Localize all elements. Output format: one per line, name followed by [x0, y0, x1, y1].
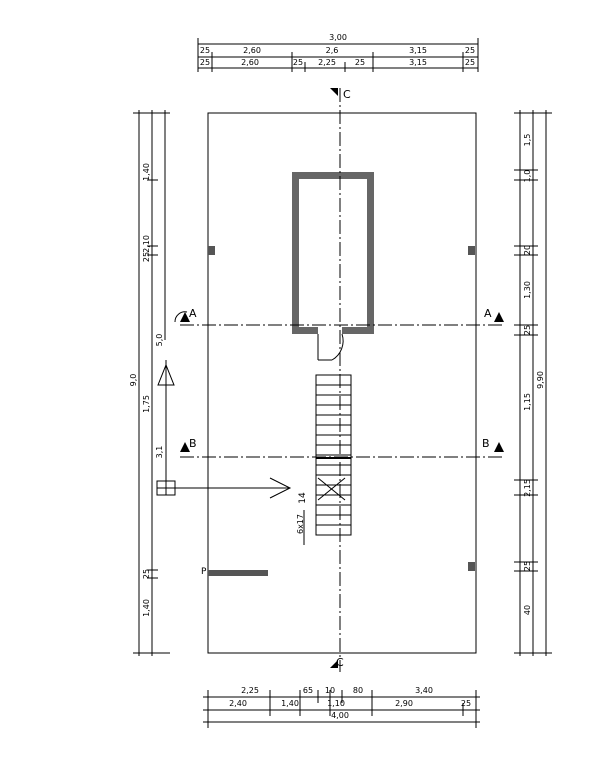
left-overall-dim: 9,0 [129, 374, 138, 387]
bottom-dim-1: 2,25 [241, 686, 259, 695]
building-outline [207, 112, 477, 654]
bottom-dim-3: 10 [325, 686, 335, 695]
top-dim-r2-2: 2,60 [241, 58, 259, 67]
left-elevation-symbols [156, 311, 292, 499]
stair-note: 6x17 [296, 514, 305, 534]
column-right [468, 246, 475, 255]
bottom-overall-dim: 4,00 [331, 711, 349, 720]
section-b-right-marker: B [482, 437, 504, 452]
top-dim-1: 25 [200, 46, 210, 55]
top-dim-4: 3,15 [409, 46, 427, 55]
left-dim-3: 25 [142, 252, 151, 262]
left-dimension-chain: 9,0 1,40 2,10 25 1,75 3,1 25 1,40 5,0 [129, 110, 170, 656]
section-b-left-marker: B [180, 437, 197, 452]
top-dim-r2-6: 3,15 [409, 58, 427, 67]
p-label: P [201, 567, 207, 577]
left-dim-1: 1,40 [142, 163, 151, 181]
top-overall-dim: 3,00 [329, 33, 347, 42]
right-overall-dim: 9,90 [536, 371, 545, 389]
svg-text:A: A [484, 307, 492, 320]
section-a-right-marker: A [484, 307, 504, 322]
top-dim-2: 2,60 [243, 46, 261, 55]
left-dim-2: 2,10 [142, 235, 151, 253]
top-dimension-chain: 3,00 25 2,60 2,6 3,15 25 25 2,60 25 2,25… [197, 33, 479, 72]
bottom-dimension-chain: 2,25 65 10 80 3,40 2,40 1,40 1,10 2,90 2… [203, 686, 480, 728]
right-dim-3: 20 [523, 245, 532, 255]
svg-text:A: A [189, 307, 197, 320]
left-dim-8: 5,0 [155, 334, 164, 347]
section-c-top-marker: C [330, 88, 351, 101]
column-right-lower [468, 562, 475, 571]
bottom-dim-r2-2: 1,40 [281, 699, 299, 708]
right-dim-6: 1,15 [523, 393, 532, 411]
left-dim-7: 1,40 [142, 599, 151, 617]
stair [315, 374, 352, 536]
svg-text:C: C [343, 88, 351, 101]
bottom-dim-2: 65 [303, 686, 313, 695]
door-swing [317, 333, 344, 361]
top-dim-r2-3: 25 [293, 58, 303, 67]
shaft-room [292, 172, 374, 334]
top-dim-r2-5: 25 [355, 58, 365, 67]
right-dim-8: 25 [523, 561, 532, 571]
right-dim-1: 1,5 [523, 134, 532, 147]
partition-wall [208, 570, 268, 576]
left-dim-6: 25 [142, 569, 151, 579]
bottom-dim-r2-1: 2,40 [229, 699, 247, 708]
left-dim-4: 1,75 [142, 395, 151, 413]
right-dim-9: 40 [523, 605, 532, 615]
svg-text:B: B [189, 437, 197, 450]
right-dim-2: 1,0 [523, 170, 532, 183]
column-left [208, 246, 215, 255]
top-dim-r2-7: 25 [465, 58, 475, 67]
section-a-left-marker: A [180, 307, 197, 322]
bottom-dim-5: 3,40 [415, 686, 433, 695]
bottom-dim-4: 80 [353, 686, 363, 695]
stair-number: 14 [298, 492, 308, 504]
right-dimension-chain: 9,90 1,5 1,0 20 1,30 25 1,15 2,15 25 40 [514, 110, 552, 656]
right-dim-4: 1,30 [523, 281, 532, 299]
bottom-dim-r2-3: 1,10 [327, 699, 345, 708]
left-dim-5: 3,1 [155, 446, 164, 459]
section-c-bottom-marker: C [330, 656, 344, 669]
svg-text:C: C [336, 656, 344, 669]
top-dim-r2-4: 2,25 [318, 58, 336, 67]
bottom-dim-r2-5: 25 [461, 699, 471, 708]
top-dim-5: 25 [465, 46, 475, 55]
right-dim-7: 2,15 [523, 479, 532, 497]
top-dim-3: 2,6 [326, 46, 339, 55]
svg-text:B: B [482, 437, 490, 450]
right-dim-5: 25 [523, 325, 532, 335]
bottom-dim-r2-4: 2,90 [395, 699, 413, 708]
top-dim-r2-1: 25 [200, 58, 210, 67]
